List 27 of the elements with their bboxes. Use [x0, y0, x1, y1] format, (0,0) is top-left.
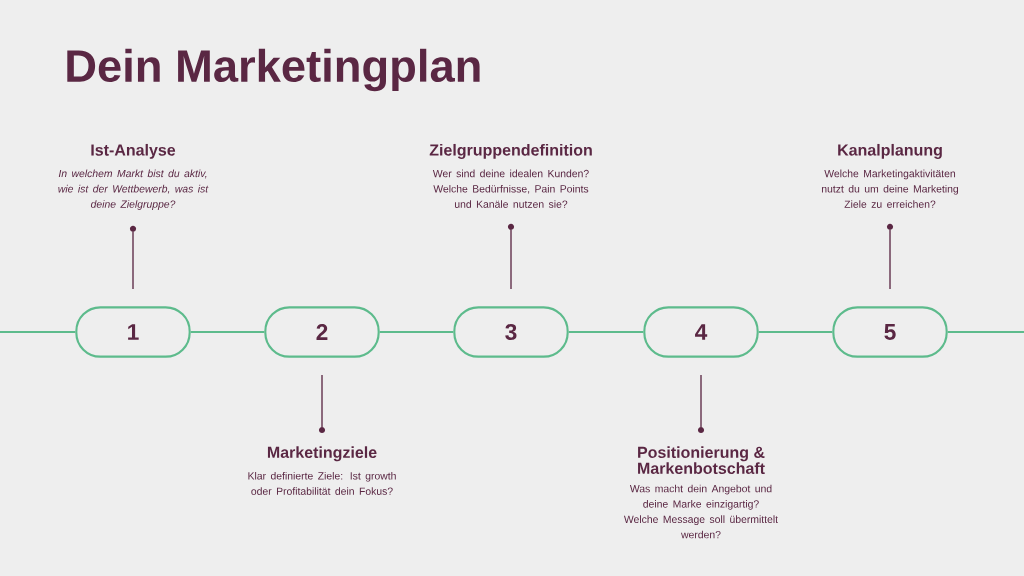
timeline-line [946, 331, 1024, 333]
step-heading: Kanalplanung [838, 143, 942, 159]
step-pill: 4 [643, 306, 759, 358]
title: Dein Marketingplan [67, 48, 480, 92]
step-pill: 5 [832, 306, 948, 358]
timeline-line [757, 331, 834, 333]
step-description: Klar definierte Ziele: Ist growth oder Profitabilität dein Fokus? [248, 471, 396, 495]
step-description: In welchem Markt bist du aktiv, wie ist der Wettbewerb, was ist deine Zielgruppe? [58, 169, 209, 210]
step-heading: Marketingziele [267, 446, 377, 462]
step-pill: 3 [453, 306, 569, 358]
timeline-line [378, 331, 455, 333]
timeline-line [189, 331, 266, 333]
step-description: Wer sind deine idealen Kunden? Welche Bedürfnisse, Pain Points und Kanäle nutzen sie? [432, 169, 589, 208]
step-heading: Positionierung & Markenbotschaft [638, 446, 765, 474]
timeline-line [567, 331, 645, 333]
timeline-line [0, 331, 77, 333]
leader-line [700, 374, 702, 428]
step-description: Welche Marketingaktivitäten nutzt du um deine Marketing Ziele zu erreichen? [821, 169, 959, 208]
step-heading: Ist-Analyse [91, 143, 176, 159]
leader-line [889, 229, 891, 290]
leader-line [321, 374, 323, 428]
step-pill: 1 [75, 306, 191, 358]
leader-line [510, 229, 512, 290]
leader-line [132, 231, 134, 290]
step-pill: 2 [264, 306, 380, 358]
step-description: Was macht dein Angebot und deine Marke einzigartig? Welche Message soll übermittelt werden? [623, 484, 778, 539]
step-heading: Zielgruppendefinition [429, 143, 592, 159]
